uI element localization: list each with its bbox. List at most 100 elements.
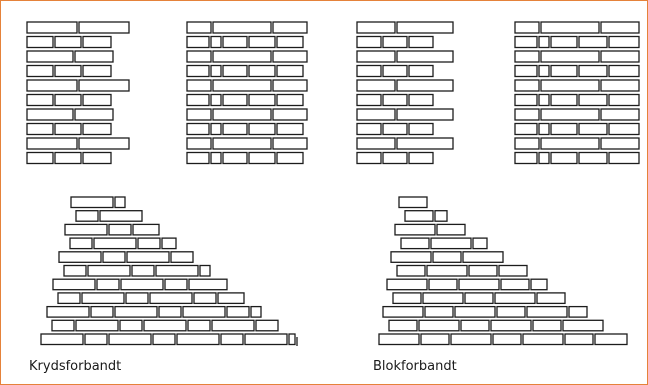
elevation-brick: [514, 64, 538, 78]
stepped-wall-brick: [428, 278, 458, 291]
elevation-brick: [82, 35, 112, 49]
stepped-wall-brick: [137, 237, 161, 250]
elevation-brick: [550, 93, 578, 107]
elevation-brick: [222, 35, 248, 49]
elevation-brick: [186, 64, 210, 78]
elevation-brick: [186, 50, 212, 63]
elevation-brick: [514, 108, 540, 121]
elevation-brick: [248, 64, 276, 78]
stepped-wall-brick: [114, 305, 158, 318]
stepped-wall-brick: [99, 210, 143, 222]
elevation-brick: [382, 35, 408, 49]
stepped-wall-brick: [125, 292, 149, 305]
elevation-brick: [514, 151, 538, 165]
stepped-wall-brick: [69, 237, 93, 250]
elevation-brick: [222, 93, 248, 107]
stepped-wall-brick: [378, 333, 420, 346]
stepped-wall-brick: [426, 264, 468, 277]
stepped-wall-brick: [220, 333, 244, 346]
elevation-brick: [26, 122, 54, 136]
elevation-brick: [600, 137, 640, 150]
elevation-brick: [356, 35, 382, 49]
stepped-wall-brick: [492, 333, 522, 346]
elevation-brick: [408, 35, 434, 49]
elevation-brick: [54, 93, 82, 107]
stepped-wall-brick: [131, 264, 155, 277]
elevation-brick: [54, 122, 82, 136]
stepped-wall-brick: [158, 305, 182, 318]
elevation-brick: [382, 93, 408, 107]
stepped-wall-brick: [226, 305, 250, 318]
elevation-brick: [210, 93, 222, 107]
elevation-brick: [186, 93, 210, 107]
stepped-wall-brick: [398, 196, 428, 209]
stepped-wall-brick: [119, 319, 143, 332]
stepped-wall-brick: [422, 292, 464, 305]
elevation-brick: [26, 64, 54, 78]
elevation-brick: [514, 21, 540, 34]
stepped-wall-brick: [93, 237, 137, 250]
elevation-brick: [276, 122, 304, 136]
stepped-wall-brick: [188, 278, 228, 291]
elevation-brick: [514, 137, 540, 150]
stepped-wall-brick: [250, 305, 262, 318]
elevation-brick: [396, 50, 454, 63]
elevation-brick: [272, 137, 308, 150]
stepped-wall-brick: [392, 292, 422, 305]
elevation-brick: [538, 35, 550, 49]
elevation-brick: [186, 108, 212, 121]
elevation-brick: [26, 79, 78, 92]
stepped-wall-brick: [75, 319, 119, 332]
stepped-wall-brick: [382, 305, 424, 318]
elevation-brick: [408, 151, 434, 165]
elevation-brick: [272, 21, 308, 34]
stepped-wall-brick: [164, 278, 188, 291]
stepped-wall-brick: [434, 210, 448, 222]
stepped-wall-brick: [176, 333, 220, 346]
elevation-brick: [210, 151, 222, 165]
stepped-wall-brick: [430, 237, 472, 250]
elevation-brick: [538, 151, 550, 165]
stepped-wall-brick: [458, 278, 500, 291]
stepped-wall-brick: [126, 251, 170, 263]
elevation-brick: [550, 64, 578, 78]
elevation-brick: [248, 93, 276, 107]
elevation-brick: [276, 64, 304, 78]
elevation-brick: [608, 151, 640, 165]
elevation-brick: [578, 151, 608, 165]
elevation-brick: [26, 137, 78, 150]
stepped-wall-brick: [63, 264, 87, 277]
stepped-wall-brick: [120, 278, 164, 291]
stepped-wall-brick: [490, 319, 532, 332]
stepped-wall-brick: [143, 319, 187, 332]
stepped-wall-brick: [530, 278, 548, 291]
stepped-wall-brick: [404, 210, 434, 222]
stepped-wall-brick: [454, 305, 496, 318]
stepped-wall-brick: [498, 264, 528, 277]
stepped-wall-brick: [132, 223, 160, 236]
elevation-brick: [600, 79, 640, 92]
stepped-wall-brick: [390, 251, 432, 263]
stepped-wall-brick: [57, 292, 81, 305]
stepped-wall-brick: [494, 292, 536, 305]
stepped-wall-brick: [388, 319, 418, 332]
elevation-brick: [186, 79, 212, 92]
stepped-wall-brick: [193, 292, 217, 305]
elevation-brick: [82, 151, 112, 165]
elevation-brick: [272, 108, 308, 121]
elevation-brick: [212, 21, 272, 34]
elevation-brick: [82, 93, 112, 107]
stepped-wall-brick: [562, 319, 604, 332]
stepped-wall-brick: [114, 196, 126, 209]
elevation-brick: [54, 64, 82, 78]
stepped-wall-brick: [472, 237, 488, 250]
stepped-wall-brick: [564, 333, 594, 346]
elevation-brick: [578, 122, 608, 136]
elevation-brick: [396, 108, 454, 121]
elevation-brick: [396, 21, 454, 34]
elevation-brick: [210, 122, 222, 136]
elevation-brick: [248, 35, 276, 49]
stepped-wall-brick: [51, 319, 75, 332]
elevation-brick: [78, 79, 130, 92]
